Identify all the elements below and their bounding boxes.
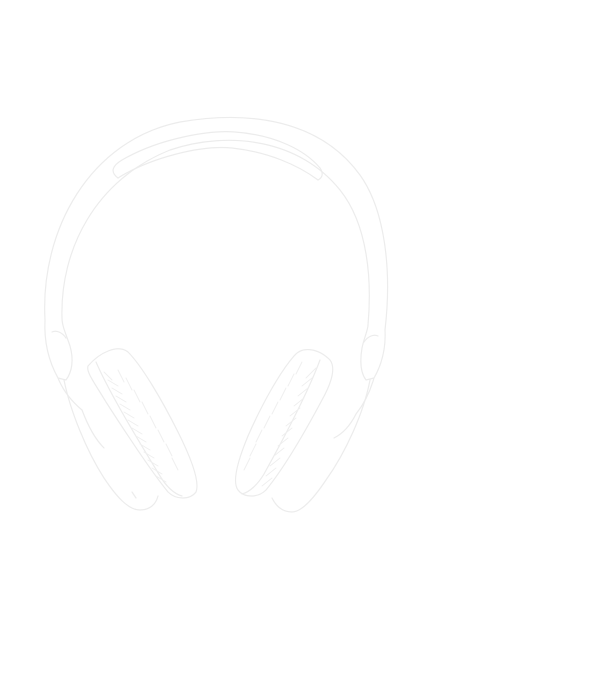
left-cushion-texture (103, 369, 179, 483)
right-cushion-texture (243, 361, 317, 487)
right-cushion (235, 349, 334, 497)
right-earcup (271, 379, 371, 513)
headband-padding (117, 146, 319, 181)
left-earcup (63, 379, 159, 511)
headband-outer (44, 116, 389, 331)
right-yoke (360, 324, 386, 381)
left-cushion (87, 348, 198, 499)
left-yoke (44, 317, 73, 381)
headband-inner (61, 139, 370, 326)
